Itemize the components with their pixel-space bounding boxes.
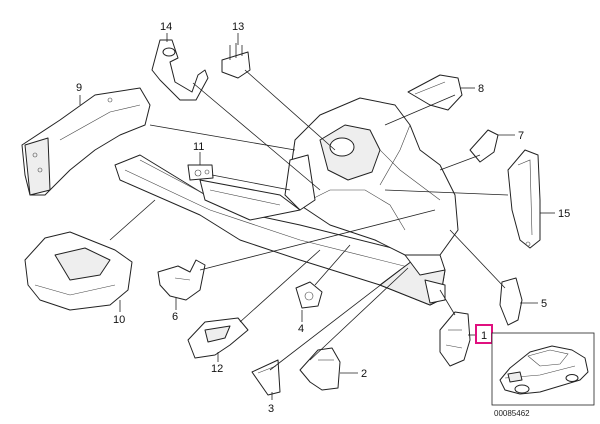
leader-lines: [79, 33, 555, 400]
label-2: 2: [361, 368, 367, 380]
label-14: 14: [160, 21, 172, 33]
label-9: 9: [76, 82, 82, 94]
car-inset: 00085462: [491, 332, 595, 418]
label-5: 5: [541, 298, 547, 310]
doc-id: 00085462: [494, 409, 530, 418]
part-12-jack-pad: [187, 317, 249, 359]
part-8-bracket: [407, 74, 463, 111]
callout-labels: 9 14 13 11 8 7 15 10 6 12 4 3 2 5 1: [76, 21, 570, 415]
part-10-undershield: [24, 231, 133, 311]
part-13-stud-bracket: [221, 43, 251, 79]
part-6-bracket: [157, 259, 206, 301]
label-11: 11: [193, 141, 204, 153]
part-11-clip: [187, 164, 214, 181]
label-4: 4: [298, 323, 304, 335]
part-5-panel: [499, 277, 523, 326]
front-structure-assembly: [114, 97, 459, 306]
part-7-angle-bracket: [469, 129, 499, 163]
label-13: 13: [232, 21, 244, 33]
part-14-bracket: [151, 39, 209, 101]
label-3: 3: [268, 403, 274, 415]
part-2-bracket: [299, 347, 341, 391]
part-9-wheel-arch-panel: [21, 87, 151, 196]
label-6: 6: [172, 311, 178, 323]
label-8: 8: [478, 83, 484, 95]
part-4-flange: [295, 281, 323, 309]
label-15: 15: [558, 208, 570, 220]
label-10: 10: [113, 314, 125, 326]
part-15-pillar-panel: [507, 149, 541, 249]
car-coupe-icon: [499, 345, 589, 395]
part-3-wedge-bracket: [251, 359, 281, 396]
label-1: 1: [481, 330, 487, 342]
label-12: 12: [211, 363, 223, 375]
part-1-bracket: [439, 311, 471, 367]
label-7: 7: [518, 130, 524, 142]
